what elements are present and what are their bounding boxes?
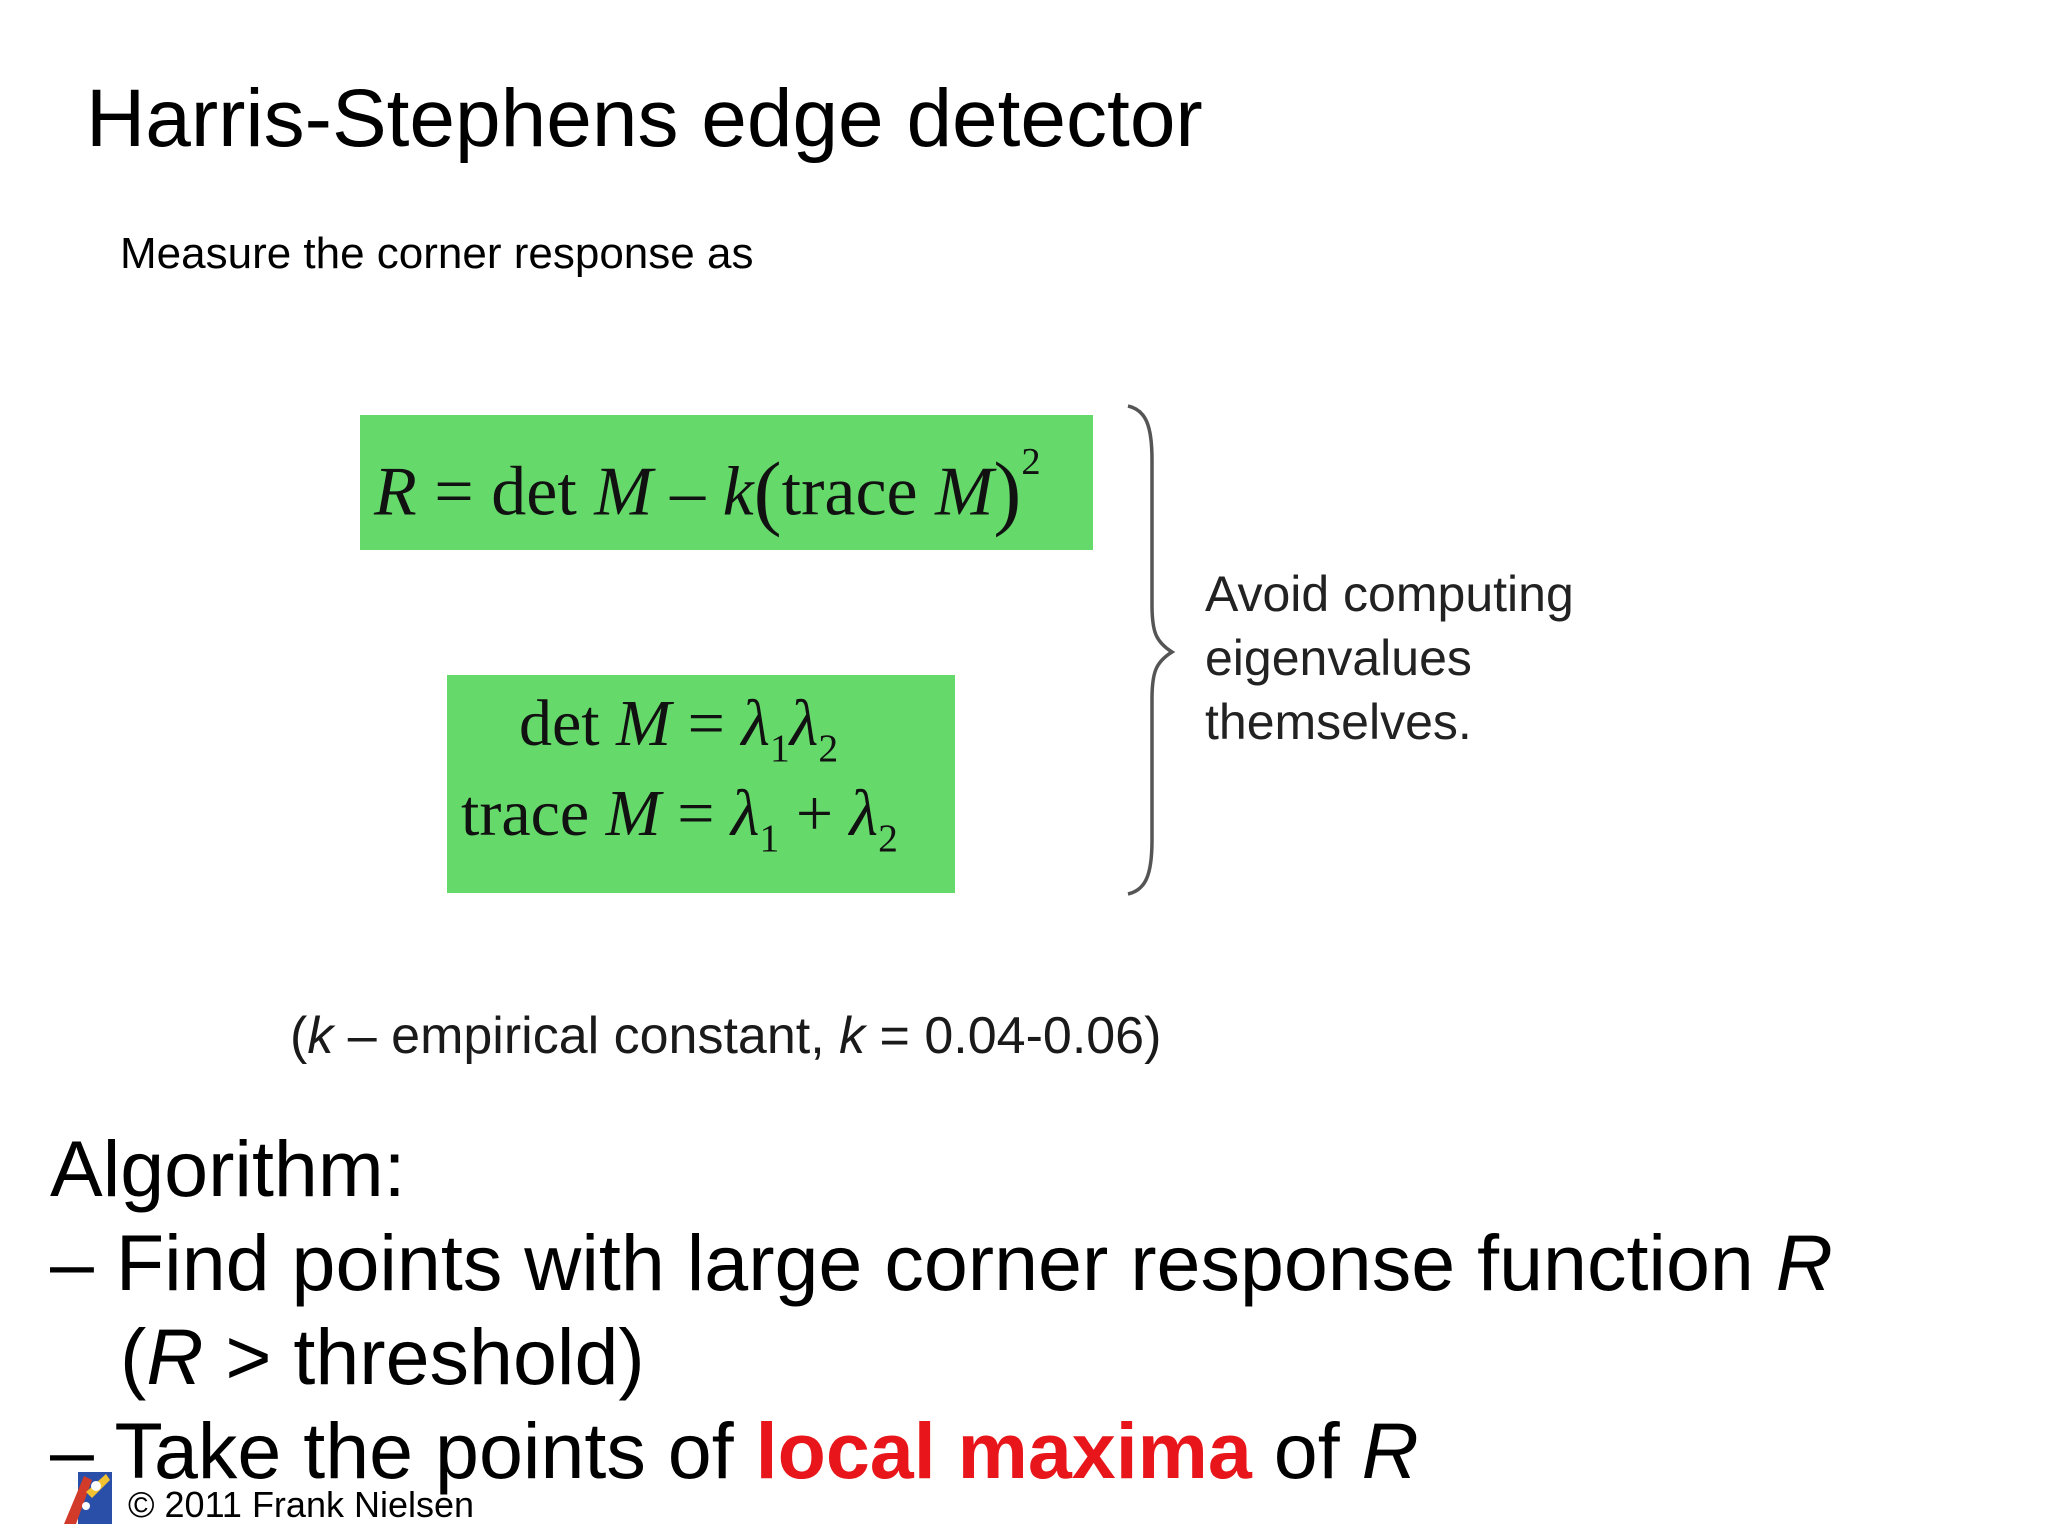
brace-note-line-1: Avoid computing bbox=[1205, 566, 1574, 622]
curly-brace-icon bbox=[1127, 404, 1176, 896]
step2-highlight: local maxima bbox=[755, 1406, 1252, 1495]
brace-note: Avoid computing eigenvalues themselves. bbox=[1205, 562, 1574, 754]
constant-k1: k bbox=[307, 1007, 334, 1065]
trace-lambda1: λ bbox=[730, 777, 760, 850]
eigenvalue-equations-box: det M = λ1λ2 trace M = λ1 + λ2 bbox=[447, 675, 955, 893]
step1-cont-open: ( bbox=[120, 1312, 147, 1401]
eq-trace: trace bbox=[781, 453, 936, 531]
det-sub1: 1 bbox=[769, 725, 790, 770]
constant-text2: = 0.04-0.06) bbox=[865, 1007, 1162, 1065]
trace-sub1: 1 bbox=[759, 815, 780, 860]
det-lambda2: λ bbox=[789, 687, 819, 760]
det-M: M bbox=[616, 687, 672, 760]
brace-note-line-3: themselves. bbox=[1205, 694, 1472, 750]
det-lambda1: λ bbox=[741, 687, 770, 760]
copyright-text: © 2011 Frank Nielsen bbox=[128, 1484, 475, 1525]
det-label: det bbox=[519, 687, 617, 760]
step1-R: R bbox=[1775, 1218, 1833, 1307]
eq-open-paren: ( bbox=[753, 445, 782, 539]
det-sub2: 2 bbox=[818, 725, 839, 770]
constant-text1: – empirical constant, bbox=[333, 1007, 840, 1065]
eq-M2: M bbox=[935, 453, 994, 531]
eq-close-paren: ) bbox=[993, 445, 1022, 539]
brace-note-line-2: eigenvalues bbox=[1205, 630, 1472, 686]
corner-response-equation-box: R = det M – k(trace M)2 bbox=[360, 415, 1093, 550]
trace-lambda2: λ bbox=[849, 777, 879, 850]
algorithm-step-2: – Take the points of local maxima of R bbox=[50, 1404, 1833, 1498]
step1-cont-rest: > threshold) bbox=[203, 1312, 645, 1401]
eq-minus: – bbox=[652, 453, 723, 531]
step2-R: R bbox=[1361, 1406, 1419, 1495]
eq-R: R bbox=[374, 453, 417, 531]
trace-equals: = bbox=[660, 777, 731, 850]
eq-equals-det: = det bbox=[416, 453, 595, 531]
algorithm-step-1-continuation: (R > threshold) bbox=[50, 1310, 1833, 1404]
slide-title: Harris-Stephens edge detector bbox=[86, 73, 1203, 164]
constant-k2: k bbox=[839, 1007, 866, 1065]
corner-response-equation: R = det M – k(trace M)2 bbox=[374, 443, 1041, 534]
intro-text: Measure the corner response as bbox=[120, 229, 754, 278]
algorithm-section: Algorithm: – Find points with large corn… bbox=[50, 1122, 1833, 1498]
trace-sub2: 2 bbox=[878, 815, 898, 860]
eq-exponent: 2 bbox=[1021, 441, 1041, 483]
det-equation: det M = λ1λ2 bbox=[519, 691, 838, 768]
step1-prefix: – Find points with large corner response… bbox=[50, 1218, 1776, 1307]
eq-M: M bbox=[594, 453, 653, 531]
eq-k: k bbox=[722, 453, 754, 531]
step1-cont-R: R bbox=[146, 1312, 204, 1401]
trace-label: trace bbox=[461, 777, 606, 850]
constant-note: (k – empirical constant, k = 0.04-0.06) bbox=[290, 1010, 1161, 1062]
trace-M: M bbox=[605, 777, 661, 850]
trace-equation: trace M = λ1 + λ2 bbox=[461, 781, 898, 858]
algorithm-step-1: – Find points with large corner response… bbox=[50, 1216, 1833, 1310]
step2-mid: of bbox=[1251, 1406, 1362, 1495]
institution-logo-icon bbox=[64, 1472, 112, 1524]
det-equals: = bbox=[671, 687, 742, 760]
trace-plus: + bbox=[779, 777, 850, 850]
constant-open: ( bbox=[290, 1007, 308, 1065]
step2-prefix: – Take the points of bbox=[50, 1406, 756, 1495]
algorithm-heading: Algorithm: bbox=[50, 1124, 406, 1213]
